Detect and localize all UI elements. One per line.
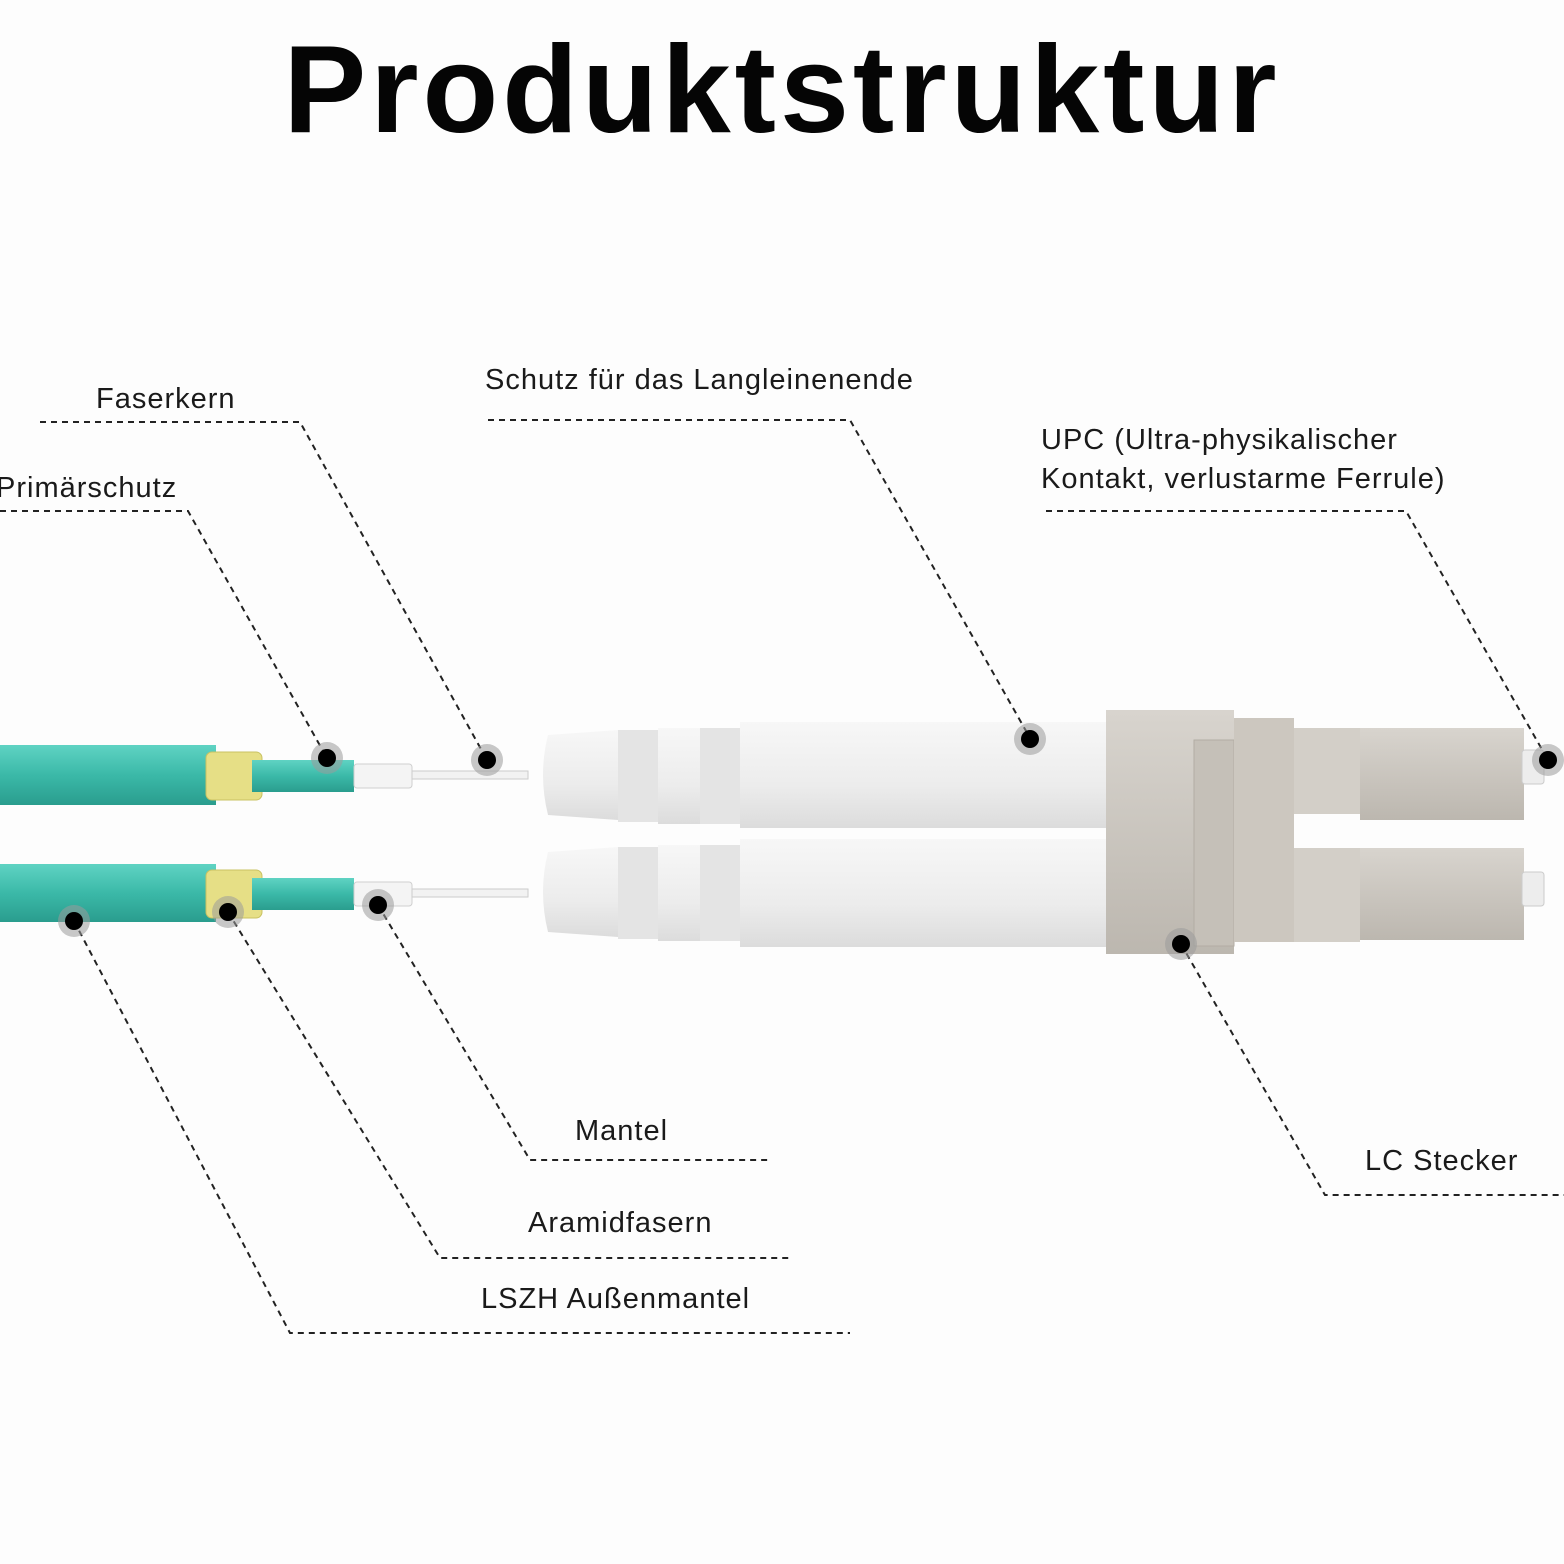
label-lszh: LSZH Außenmantel bbox=[481, 1283, 751, 1315]
label-lc: LC Stecker bbox=[1365, 1145, 1519, 1177]
label-upc-line1: UPC (Ultra-physikalischer bbox=[1041, 424, 1398, 456]
label-schutz: Schutz für das Langleinenende bbox=[485, 364, 914, 396]
lower-outer-jacket bbox=[0, 864, 216, 922]
label-mantel: Mantel bbox=[575, 1115, 669, 1147]
lower-cable bbox=[0, 864, 529, 922]
upper-boot bbox=[543, 722, 1118, 828]
upper-outer-jacket bbox=[0, 745, 216, 805]
upper-fiber-core bbox=[411, 770, 529, 780]
marker-dots bbox=[58, 723, 1564, 960]
label-faserkern: Faserkern bbox=[96, 383, 236, 415]
lower-boot bbox=[543, 839, 1118, 947]
label-upc-line2: Kontakt, verlustarme Ferrule) bbox=[1041, 463, 1446, 495]
lc-connector-housing bbox=[1106, 710, 1545, 954]
lower-fiber-core bbox=[411, 888, 529, 898]
label-aramid: Aramidfasern bbox=[528, 1207, 713, 1239]
upper-cable bbox=[0, 745, 529, 805]
leader-lines bbox=[0, 419, 1564, 1334]
lower-buffer bbox=[252, 878, 354, 910]
upper-coating bbox=[353, 763, 413, 789]
label-primarschutz: Primärschutz bbox=[0, 472, 178, 504]
page-title: Produktstruktur bbox=[283, 21, 1281, 159]
